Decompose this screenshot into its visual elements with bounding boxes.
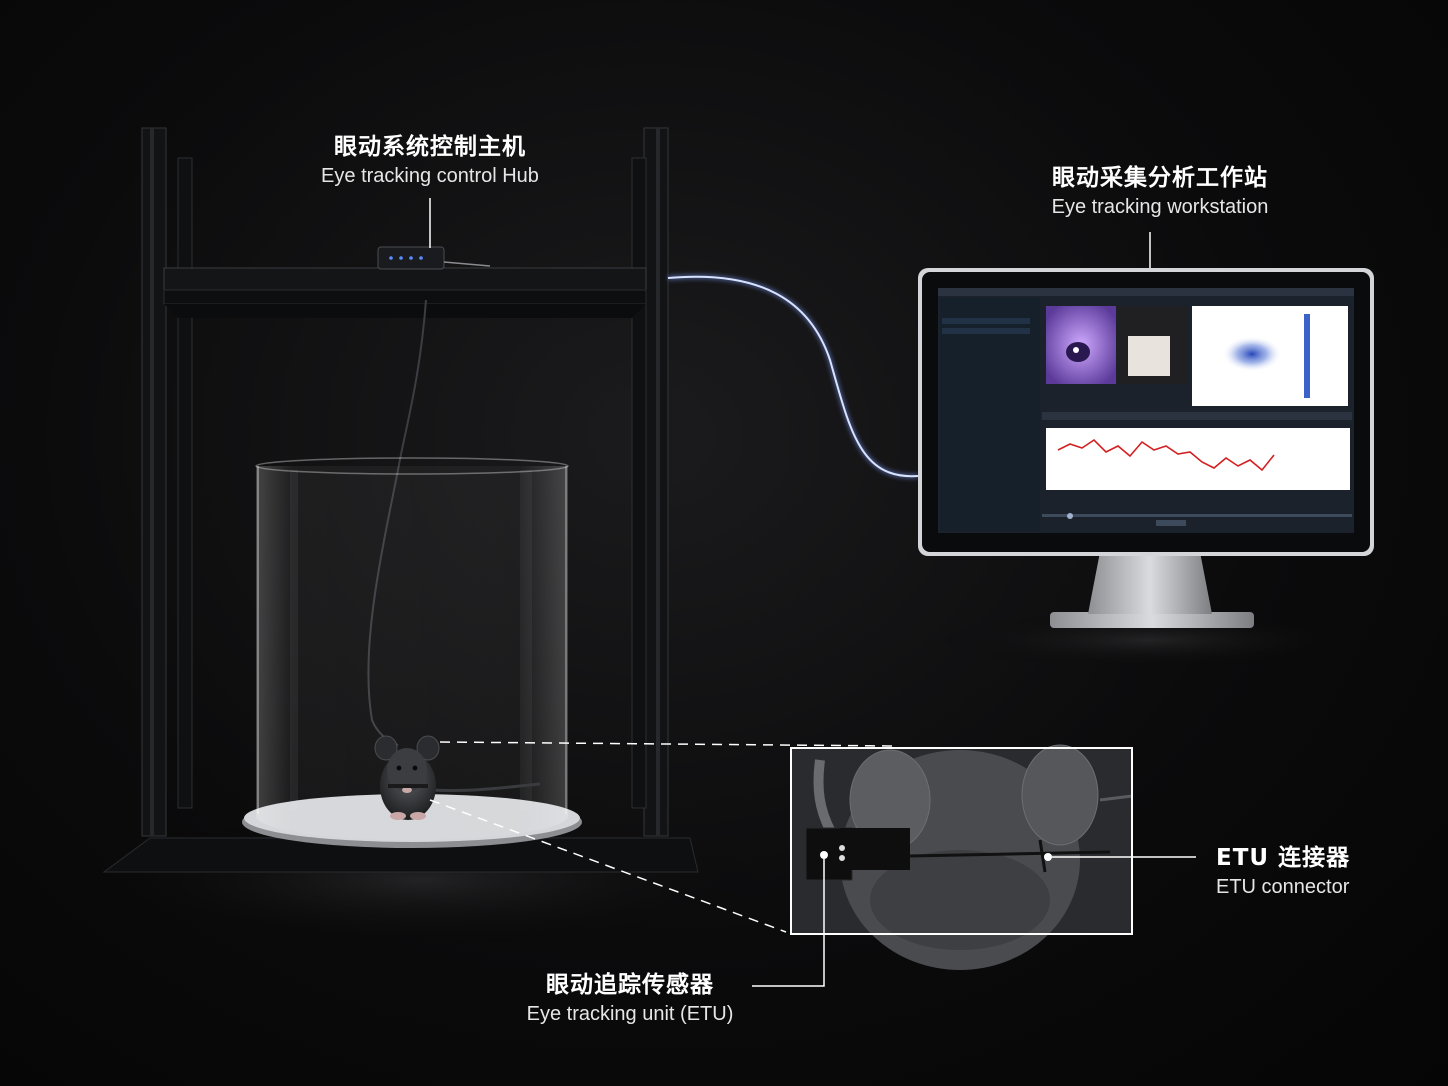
zoom-callout-lines — [429, 741, 897, 933]
workstation-monitor — [918, 268, 1374, 628]
etu-label-zh: 眼动追踪传感器 — [546, 972, 714, 998]
connector-pointer — [1044, 853, 1196, 861]
workstation-label: 眼动采集分析工作站 Eye tracking workstation — [1000, 163, 1320, 221]
connector-label-en: ETU connector — [1216, 876, 1350, 898]
etu-pointer — [752, 851, 828, 987]
workstation-cable — [667, 274, 919, 479]
etu-label: 眼动追踪传感器 Eye tracking unit (ETU) — [480, 970, 780, 1028]
zoom-inset — [790, 744, 1133, 970]
aluminum-frame — [141, 127, 669, 837]
etu-label-en: Eye tracking unit (ETU) — [526, 1003, 734, 1025]
hub-label: 眼动系统控制主机 Eye tracking control Hub — [270, 132, 590, 190]
hub-label-zh: 眼动系统控制主机 — [334, 134, 526, 160]
connector-label: ETU 连接器 ETU connector — [1216, 843, 1426, 901]
connector-label-zh: ETU 连接器 — [1216, 845, 1351, 871]
acrylic-cylinder — [255, 457, 569, 840]
hub-label-en: Eye tracking control Hub — [321, 165, 539, 187]
mouse-in-arena — [374, 735, 541, 820]
workstation-label-en: Eye tracking workstation — [1051, 196, 1269, 218]
workstation-label-zh: 眼动采集分析工作站 — [1052, 165, 1268, 191]
control-hub-device — [377, 246, 491, 270]
